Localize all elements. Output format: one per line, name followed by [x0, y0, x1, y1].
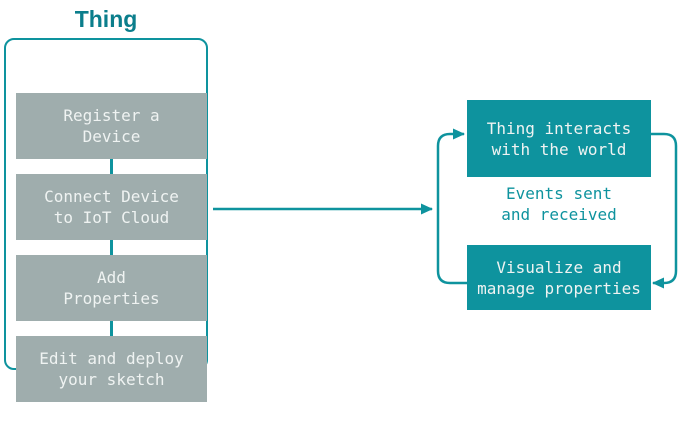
thing-title: Thing — [74, 6, 138, 32]
step-connector — [110, 159, 113, 174]
step-connector — [110, 240, 113, 255]
step-box-add-properties: Add Properties — [16, 255, 207, 321]
thing-outer-box: Register a Device Connect Device to IoT … — [4, 38, 208, 402]
step-box-edit-sketch: Edit and deploy your sketch — [16, 336, 207, 402]
cycle-left-loop-arrow-icon — [436, 128, 467, 285]
step-box-register-device: Register a Device — [16, 93, 207, 159]
cycle-bottom-box: Visualize and manage properties — [467, 245, 651, 310]
step-connector — [110, 321, 113, 336]
cycle-events-label: Events sent and received — [501, 184, 617, 224]
cycle-right-loop-arrow-icon — [651, 132, 678, 289]
step-box-connect-device: Connect Device to IoT Cloud — [16, 174, 207, 240]
cycle-top-box: Thing interacts with the world — [467, 100, 651, 177]
